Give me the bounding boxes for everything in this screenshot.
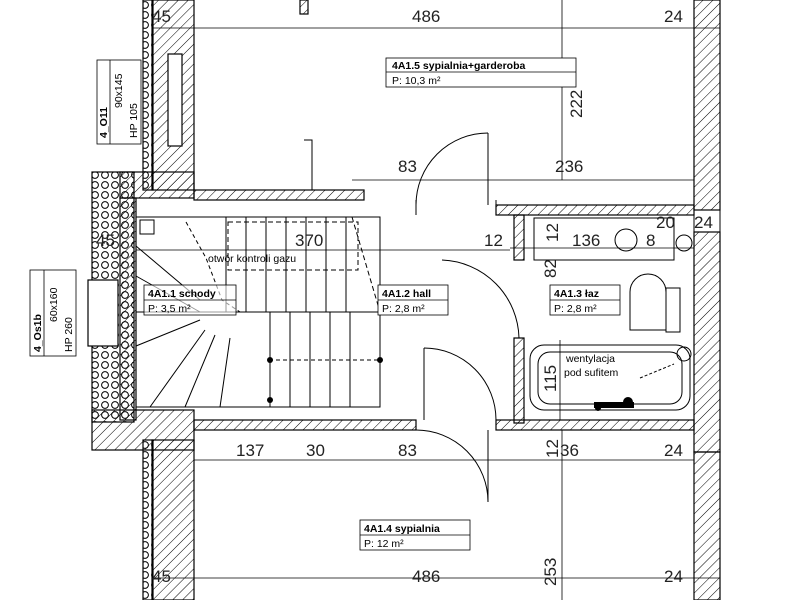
shower-tap	[594, 397, 634, 411]
dim-low-24: 24	[664, 441, 683, 460]
room-label-4A1-2: 4A1.2 hall P: 2,8 m²	[377, 284, 449, 316]
dim-mid-83: 83	[398, 157, 417, 176]
room-area: P: 3,5 m²	[148, 303, 191, 315]
room-labels: 4A1.5 sypialnia+garderoba P: 10,3 m² 4A1…	[143, 57, 621, 551]
walls	[87, 0, 721, 600]
dim-bath-8: 8	[646, 231, 655, 250]
room-area: P: 2,8 m²	[554, 303, 597, 315]
window-code: 4_Os1b	[32, 314, 44, 352]
dim-top-45: 45	[152, 7, 171, 26]
doors	[415, 132, 520, 503]
window-tag-4-O11: 4_O11 90x145 HP 105	[96, 59, 142, 145]
dim-low-137: 137	[236, 441, 264, 460]
dim-bot-45: 45	[152, 567, 171, 586]
room-name: 4A1.3 łaz	[554, 288, 599, 300]
room-name: 4A1.4 sypialnia	[364, 523, 440, 535]
room-label-4A1-1: 4A1.1 schody P: 3,5 m²	[143, 284, 237, 316]
dim-low-36: 36	[560, 441, 579, 460]
room-name: 4A1.2 hall	[382, 288, 431, 300]
dim-222: 222	[567, 90, 586, 118]
dim-low-12: 12	[543, 439, 562, 458]
dimension-texts: 45 486 24 222 83 236 45 370 12 12 136 8 …	[96, 7, 713, 586]
dim-stair-370: 370	[295, 231, 323, 250]
wall-lines	[193, 0, 721, 600]
room-label-4A1-4: 4A1.4 sypialnia P: 12 m²	[359, 519, 471, 551]
window-size: 60x160	[48, 287, 60, 322]
dim-mid-236: 236	[555, 157, 583, 176]
dim-hall-12: 12	[484, 231, 503, 250]
dim-bath-12: 12	[543, 223, 562, 242]
dim-bot-486: 486	[412, 567, 440, 586]
dim-253: 253	[541, 558, 560, 586]
dim-bath-136: 136	[572, 231, 600, 250]
dim-low-83: 83	[398, 441, 417, 460]
room-name: 4A1.1 schody	[148, 288, 216, 300]
dim-bath-82: 82	[541, 259, 560, 278]
dimension-lines	[136, 0, 720, 600]
vent-note-line1: wentylacja	[565, 353, 615, 365]
window-tag-4-Os1b: 4_Os1b 60x160 HP 260	[29, 269, 77, 357]
room-area: P: 12 m²	[364, 538, 404, 550]
dim-bath-24: 24	[694, 213, 713, 232]
dim-low-30: 30	[306, 441, 325, 460]
dim-top-486: 486	[412, 7, 440, 26]
window-sill: HP 105	[128, 103, 140, 138]
dim-left-45: 45	[96, 231, 115, 250]
room-name: 4A1.5 sypialnia+garderoba	[392, 60, 526, 72]
dim-bath-20: 20	[656, 213, 675, 232]
gas-control-note: otwór kontroli gazu	[208, 253, 296, 265]
window-sill: HP 260	[63, 317, 75, 352]
room-label-4A1-3: 4A1.3 łaz P: 2,8 m²	[549, 284, 621, 316]
window-size: 90x145	[113, 73, 125, 108]
room-area: P: 2,8 m²	[382, 303, 425, 315]
vent-note-line2: pod sufitem	[564, 367, 619, 379]
window-code: 4_O11	[98, 107, 110, 138]
room-area: P: 10,3 m²	[392, 75, 441, 87]
dim-top-24: 24	[664, 7, 683, 26]
room-label-4A1-5: 4A1.5 sypialnia+garderoba P: 10,3 m²	[385, 57, 577, 88]
dim-bath-115: 115	[541, 365, 560, 392]
dim-bot-24: 24	[664, 567, 683, 586]
